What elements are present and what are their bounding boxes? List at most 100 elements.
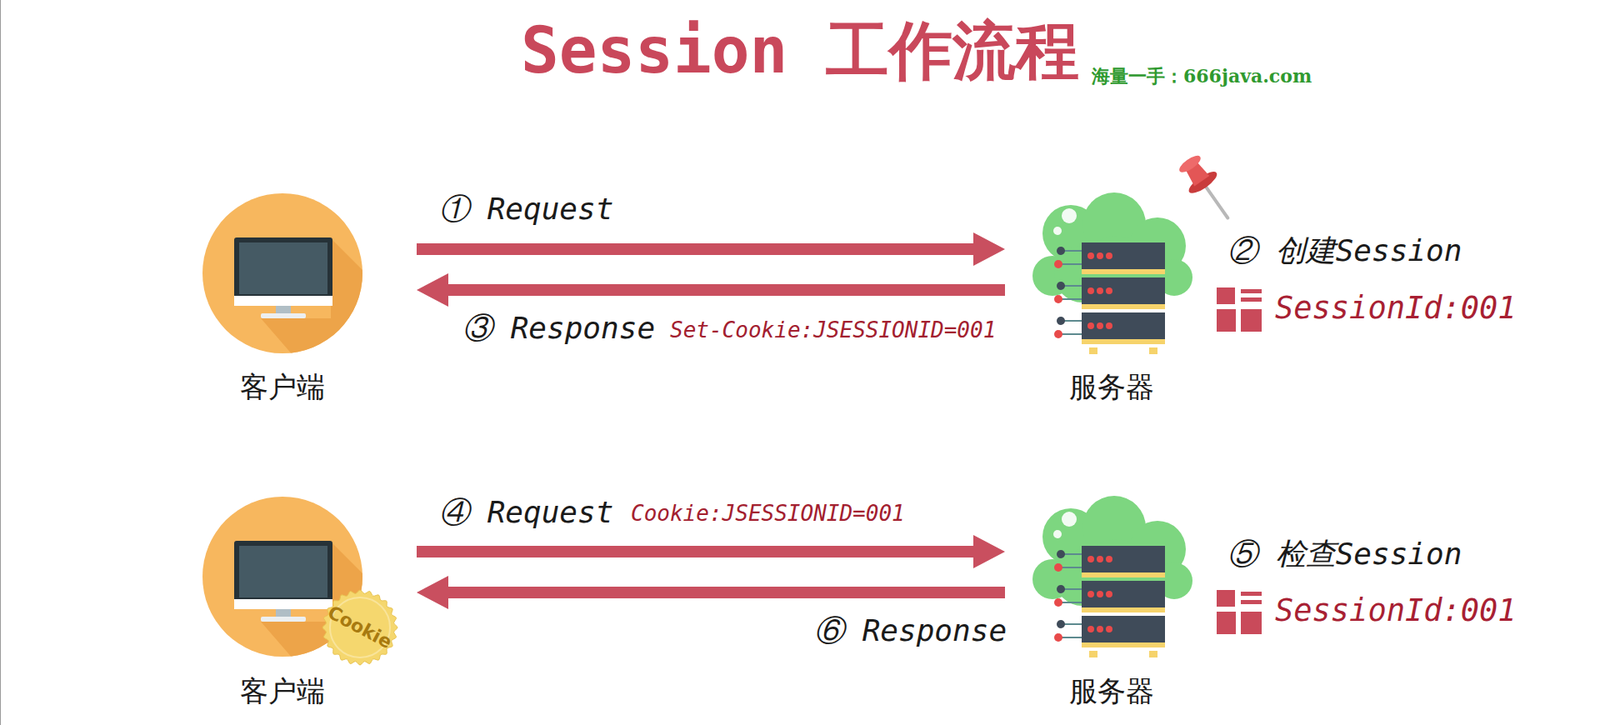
cable-plug	[1054, 295, 1063, 304]
monitor-screen	[239, 242, 328, 295]
arrow-head	[416, 273, 449, 307]
node-label: 服务器	[1069, 675, 1155, 708]
server-icon	[1005, 497, 1192, 665]
rack-led	[1105, 555, 1113, 563]
rack-led	[1096, 555, 1104, 563]
monitor-base	[260, 313, 306, 319]
pushpin	[1173, 150, 1242, 228]
cable-plug	[1054, 633, 1063, 642]
arrow-shaft	[416, 243, 975, 255]
session-icon-bar	[1240, 600, 1262, 605]
rack-leg	[1089, 347, 1098, 355]
session-icon-block	[1240, 611, 1262, 635]
cookie-badge	[322, 590, 398, 665]
pin-needle	[1204, 184, 1229, 219]
server-node: 服务器	[1005, 497, 1192, 712]
session-icon-block	[1216, 590, 1235, 607]
arrow-head	[973, 535, 1005, 569]
rack-led	[1096, 252, 1104, 260]
watermark: 海量一手：666java.com	[1091, 65, 1312, 87]
monitor-neck	[275, 305, 291, 314]
arrow-shaft	[416, 545, 975, 558]
monitor-frame	[234, 540, 333, 601]
cloud-highlight	[1061, 511, 1077, 527]
step-label: ⑤ 检查Session	[1227, 536, 1462, 571]
session-icon-bar	[1240, 591, 1262, 596]
arrow-shaft	[447, 284, 1005, 296]
rack-led	[1087, 322, 1095, 330]
arrow-connector	[416, 232, 1005, 266]
rack-led	[1096, 322, 1104, 330]
cable-plug	[1054, 260, 1063, 269]
server-node: 服务器	[1005, 194, 1192, 408]
rack-leg	[1089, 650, 1098, 658]
rack-led	[1096, 287, 1104, 295]
header-note: Set-Cookie:JSESSIONID=001	[670, 318, 996, 344]
cable-plug	[1056, 316, 1065, 325]
node-label: 客户端	[240, 370, 325, 404]
arrow-connector	[416, 273, 1005, 307]
rack-strip	[1081, 269, 1165, 275]
server-group	[1032, 192, 1193, 355]
step-label: ② 创建Session	[1227, 233, 1462, 268]
server-icon	[1005, 194, 1192, 361]
header-note: Cookie:JSESSIONID=001	[630, 501, 905, 527]
client-icon	[202, 193, 417, 360]
monitor-bezel	[234, 295, 333, 306]
pin-cap	[1176, 152, 1203, 175]
cable-plug	[1056, 550, 1065, 559]
rack-leg	[1149, 347, 1158, 355]
client-node: 客户端	[202, 193, 417, 408]
rack-led	[1096, 590, 1104, 598]
cable-plug	[1054, 598, 1063, 607]
rack-strip	[1081, 339, 1165, 345]
rack-strip	[1081, 642, 1165, 648]
session-icon-block	[1216, 309, 1236, 332]
rack-led	[1105, 322, 1113, 330]
rack-unit	[1081, 242, 1165, 270]
rack-unit	[1081, 312, 1165, 340]
rack-led	[1087, 590, 1095, 598]
cable-plug	[1056, 585, 1065, 594]
cloud-highlight	[1061, 208, 1077, 224]
session-icon	[1216, 287, 1262, 332]
rack-led	[1087, 555, 1095, 563]
server-group	[1032, 495, 1193, 658]
rack-led	[1087, 625, 1095, 633]
rack-unit	[1081, 615, 1165, 643]
rack-leg	[1149, 650, 1158, 658]
frame-edge	[0, 0, 1, 725]
client-node: 客户端	[202, 496, 417, 712]
rack-led	[1105, 252, 1113, 260]
rack-led	[1096, 625, 1104, 633]
node-label: 服务器	[1069, 370, 1155, 404]
edge-label: ④ Request	[439, 495, 614, 530]
arrow-connector	[416, 575, 1005, 610]
monitor-bezel	[234, 599, 333, 610]
cable-plug	[1054, 563, 1063, 572]
session-icon-block	[1216, 287, 1235, 305]
edge-label: ⑥ Response	[814, 613, 1007, 648]
session-icon-bar	[1240, 289, 1262, 294]
session-icon-block	[1216, 611, 1236, 635]
rack-unit	[1081, 545, 1165, 573]
cable-plug	[1054, 330, 1063, 339]
arrow-head	[416, 575, 449, 610]
rack-unit	[1081, 580, 1165, 608]
session-icon	[1216, 590, 1262, 635]
arrow-head	[973, 232, 1005, 266]
rack-strip	[1081, 572, 1165, 578]
cable-plug	[1056, 620, 1065, 629]
session-icon-block	[1240, 309, 1262, 332]
monitor-frame	[234, 237, 333, 298]
rack-led	[1105, 590, 1113, 598]
arrow-shaft	[447, 586, 1005, 599]
monitor-neck	[275, 609, 291, 617]
rack-strip	[1081, 607, 1165, 613]
cable-plug	[1056, 281, 1065, 290]
cable-plug	[1056, 246, 1065, 255]
rack-led	[1105, 287, 1113, 295]
session-id: SessionId:001	[1275, 593, 1517, 630]
rack-unit	[1081, 277, 1165, 305]
